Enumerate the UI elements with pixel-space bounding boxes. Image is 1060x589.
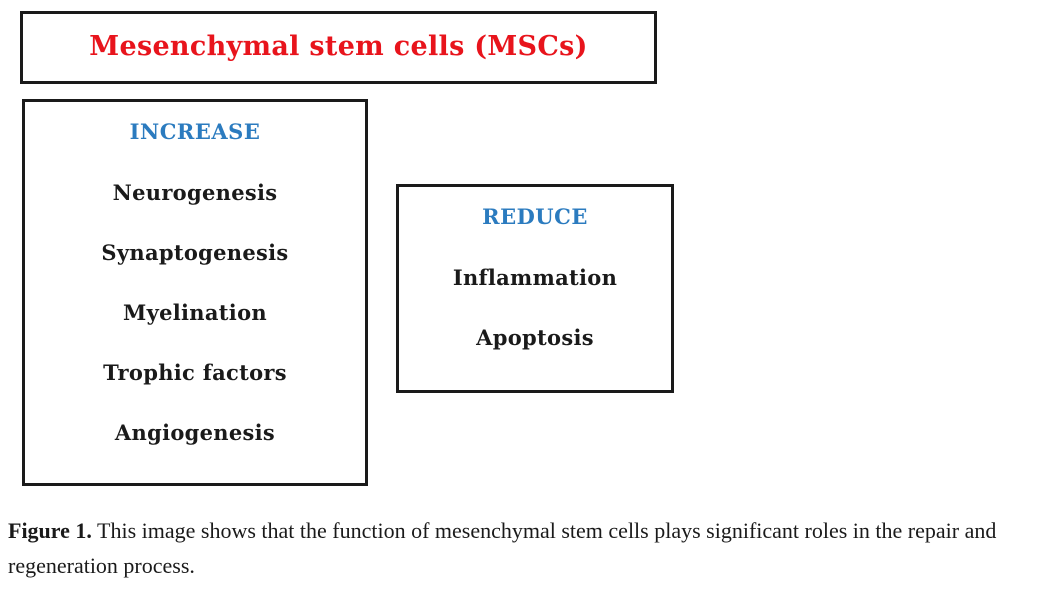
figure-caption: Figure 1. This image shows that the func… (8, 513, 1058, 583)
caption-label: Figure 1. (8, 518, 92, 543)
reduce-box: REDUCE Inflammation Apoptosis (396, 184, 674, 393)
title-box: Mesenchymal stem cells (MSCs) (20, 11, 657, 84)
increase-item-synaptogenesis: Synaptogenesis (101, 240, 289, 265)
increase-heading: INCREASE (129, 119, 261, 144)
increase-item-neurogenesis: Neurogenesis (112, 180, 278, 205)
increase-item-trophic-factors: Trophic factors (103, 360, 287, 385)
increase-box: INCREASE Neurogenesis Synaptogenesis Mye… (22, 99, 368, 486)
increase-item-angiogenesis: Angiogenesis (114, 420, 276, 445)
increase-item-myelination: Myelination (123, 300, 267, 325)
caption-text: This image shows that the function of me… (8, 518, 997, 578)
diagram-title: Mesenchymal stem cells (MSCs) (89, 31, 588, 62)
reduce-heading: REDUCE (482, 204, 588, 229)
reduce-item-inflammation: Inflammation (452, 265, 618, 290)
reduce-item-apoptosis: Apoptosis (476, 325, 594, 350)
